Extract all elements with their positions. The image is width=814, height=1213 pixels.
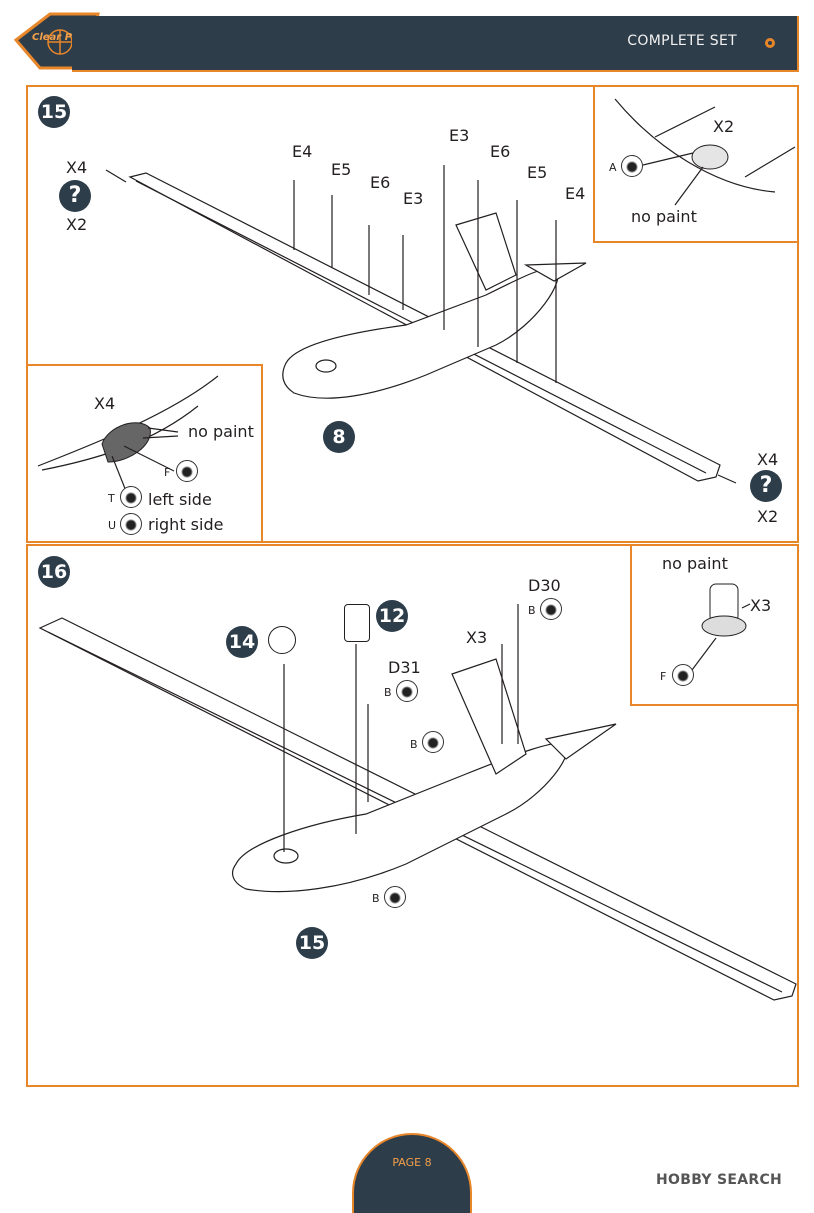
- part-label-e6: E6: [370, 173, 391, 192]
- callout-number: 8: [323, 421, 355, 453]
- detail-inset-left: X4 no paint F T left side U right side: [26, 364, 263, 543]
- step-16-drawing: [38, 604, 797, 1001]
- part-label-e3: E3: [449, 126, 470, 145]
- paint-code: T: [108, 492, 115, 505]
- step-15-drawing: [105, 165, 737, 484]
- part-label-e4: E4: [292, 142, 313, 161]
- page-number: PAGE 8: [392, 1156, 432, 1169]
- part-12-icon: [344, 604, 370, 642]
- paint-icon: [176, 460, 198, 482]
- part-label-e4: E4: [565, 184, 586, 203]
- inset-drawing: [614, 98, 796, 206]
- step-number: 15: [38, 96, 70, 128]
- paint-code: A: [609, 161, 617, 174]
- watermark: HOBBY SEARCH: [656, 1172, 783, 1188]
- paint-code: F: [660, 670, 667, 683]
- part-label-d31: D31: [388, 658, 421, 677]
- part-label-e5: E5: [331, 160, 352, 179]
- paint-icon: [120, 486, 142, 508]
- question-icon: ?: [750, 470, 782, 502]
- paint-code: B: [528, 604, 536, 617]
- side-label: left side: [148, 490, 212, 509]
- part-label-d30: D30: [528, 576, 561, 595]
- step-16-panel: [26, 544, 799, 1087]
- paint-icon: [672, 664, 694, 686]
- qty-label: X4: [66, 158, 88, 177]
- paint-code: F: [164, 466, 171, 479]
- detail-inset-right: no paint X3 F: [630, 544, 799, 706]
- step-15-panel: [26, 85, 799, 543]
- callout-number: 12: [376, 600, 408, 632]
- qty-label: X3: [466, 628, 488, 647]
- paint-icon: [396, 680, 418, 702]
- part-label-e5: E5: [527, 163, 548, 182]
- note-label: no paint: [662, 554, 728, 573]
- detail-inset-top: X2 A no paint: [593, 85, 799, 243]
- gear-icon: [765, 38, 775, 48]
- note-label: no paint: [188, 422, 254, 441]
- qty-label: X2: [66, 215, 88, 234]
- part-label-e3: E3: [403, 189, 424, 208]
- logo-text: Clear Prop!: [32, 32, 96, 43]
- header-title: COMPLETE SET: [627, 33, 737, 49]
- question-icon: ?: [59, 180, 91, 212]
- paint-code: B: [372, 892, 380, 905]
- paint-icon: [540, 598, 562, 620]
- paint-icon: [384, 886, 406, 908]
- part-14-icon: [268, 626, 296, 654]
- callout-number: 15: [296, 927, 328, 959]
- page-tab: [352, 1133, 472, 1213]
- qty-label: X4: [757, 450, 779, 469]
- part-label-e6: E6: [490, 142, 511, 161]
- paint-icon: [621, 155, 643, 177]
- paint-icon: [120, 513, 142, 535]
- step-number: 16: [38, 556, 70, 588]
- side-label: right side: [148, 515, 224, 534]
- qty-label: X4: [94, 394, 116, 413]
- qty-label: X3: [750, 596, 772, 615]
- callout-number: 14: [226, 626, 258, 658]
- paint-icon: [422, 731, 444, 753]
- inset-drawing: [691, 583, 751, 671]
- inset-drawing: [37, 375, 219, 497]
- note-label: no paint: [631, 207, 697, 226]
- qty-label: X2: [757, 507, 779, 526]
- paint-code: B: [384, 686, 392, 699]
- qty-label: X2: [713, 117, 735, 136]
- header-bar: COMPLETE SET: [72, 16, 799, 72]
- paint-code: B: [410, 738, 418, 751]
- paint-code: U: [108, 519, 117, 532]
